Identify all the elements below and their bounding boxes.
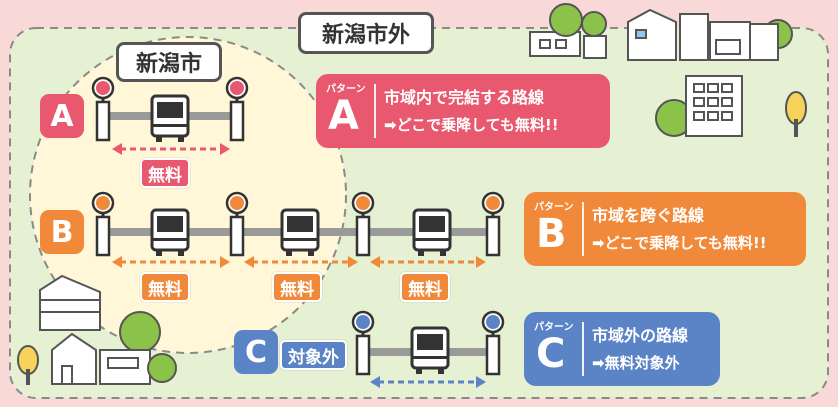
double-arrow-icon bbox=[112, 143, 230, 155]
bus-stop-icon bbox=[486, 196, 500, 210]
bus-icon bbox=[280, 208, 320, 258]
pattern-a-card: パターン A 市域内で完結する路線 ➡どこで乗降しても無料!! bbox=[316, 74, 610, 148]
pattern-tag: パターン bbox=[534, 322, 574, 333]
divider bbox=[582, 322, 584, 376]
pattern-tag: パターン bbox=[326, 84, 366, 95]
divider bbox=[374, 84, 376, 138]
double-arrow-icon bbox=[112, 256, 486, 268]
pattern-note: ➡無料対象外 bbox=[592, 354, 680, 372]
pattern-tag: パターン bbox=[534, 202, 574, 213]
building-icon bbox=[627, 8, 793, 61]
pattern-letter: C bbox=[536, 331, 566, 377]
bus-stop-icon bbox=[356, 196, 370, 210]
free-badge: 無料 bbox=[400, 272, 450, 302]
pattern-title: 市域外の路線 bbox=[592, 326, 689, 345]
bus-icon bbox=[150, 94, 190, 144]
bus-stop-icon bbox=[356, 315, 370, 329]
free-badge: 無料 bbox=[272, 272, 322, 302]
free-badge: 無料 bbox=[140, 158, 190, 188]
pattern-title: 市域を跨ぐ路線 bbox=[592, 206, 705, 225]
pattern-letter: B bbox=[536, 211, 567, 257]
pattern-title: 市域内で完結する路線 bbox=[384, 88, 545, 107]
bus-stop-icon bbox=[486, 315, 500, 329]
building-icon bbox=[655, 75, 807, 137]
bus-stop-icon bbox=[96, 196, 110, 210]
pattern-b-card: パターン B 市域を跨ぐ路線 ➡どこで乗降しても無料!! bbox=[524, 192, 806, 266]
route-b-letter: B bbox=[40, 210, 84, 254]
building-icon bbox=[17, 274, 177, 385]
pattern-note: ➡どこで乗降しても無料!! bbox=[384, 116, 559, 134]
bus-stop-icon bbox=[96, 81, 110, 95]
bus-stop-icon bbox=[230, 196, 244, 210]
route-a-letter: A bbox=[40, 94, 84, 138]
excluded-badge: 対象外 bbox=[280, 340, 347, 370]
bus-stop-icon bbox=[230, 81, 244, 95]
pattern-letter: A bbox=[328, 93, 359, 139]
free-badge: 無料 bbox=[140, 272, 190, 302]
city-region-label: 新潟市 bbox=[116, 42, 222, 82]
divider bbox=[582, 202, 584, 256]
pattern-note: ➡どこで乗降しても無料!! bbox=[592, 234, 767, 252]
outer-region-label: 新潟市外 bbox=[298, 12, 434, 54]
pattern-c-card: パターン C 市域外の路線 ➡無料対象外 bbox=[524, 312, 720, 386]
bus-icon bbox=[150, 208, 190, 258]
bus-icon bbox=[410, 326, 450, 376]
house-icon bbox=[529, 3, 607, 59]
route-c-letter: C bbox=[234, 330, 278, 374]
double-arrow-icon bbox=[370, 376, 486, 388]
bus-icon bbox=[412, 208, 452, 258]
